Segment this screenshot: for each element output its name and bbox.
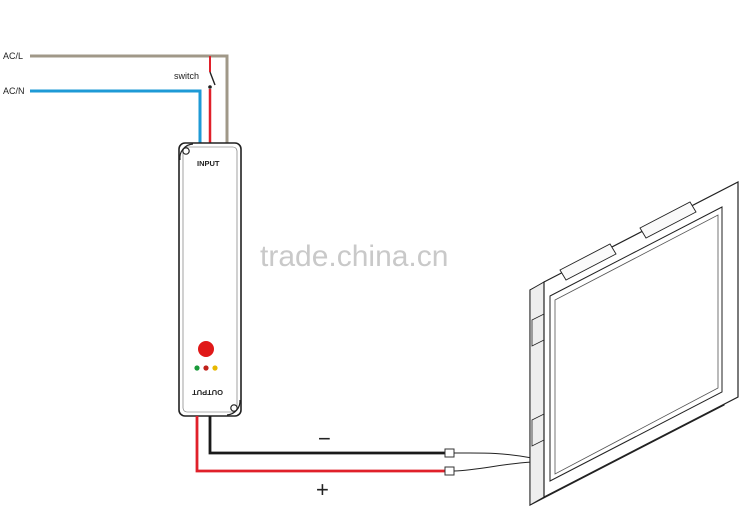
led-driver: INPUT OUTPUT	[178, 142, 242, 417]
output-positive-wire	[195, 416, 447, 473]
status-led-yellow-icon	[212, 365, 218, 371]
output-label: OUTPUT	[192, 388, 223, 397]
switch-symbol	[208, 56, 216, 143]
switch-label: switch	[174, 71, 199, 81]
watermark: trade.china.cn	[260, 240, 448, 273]
status-led-green-icon	[194, 365, 200, 371]
input-label: INPUT	[197, 159, 220, 168]
output-connectors-icon	[444, 448, 533, 476]
ac-neutral-wire	[30, 89, 202, 143]
status-led-red-icon	[203, 365, 209, 371]
positive-symbol: +	[316, 477, 329, 502]
output-negative-wire	[208, 416, 447, 455]
ac-n-label: AC/N	[3, 86, 25, 96]
ac-line-wire	[30, 54, 229, 143]
negative-symbol: −	[318, 426, 331, 451]
power-indicator-icon	[198, 341, 214, 357]
led-panel-icon	[529, 181, 739, 506]
ac-l-label: AC/L	[3, 51, 23, 61]
